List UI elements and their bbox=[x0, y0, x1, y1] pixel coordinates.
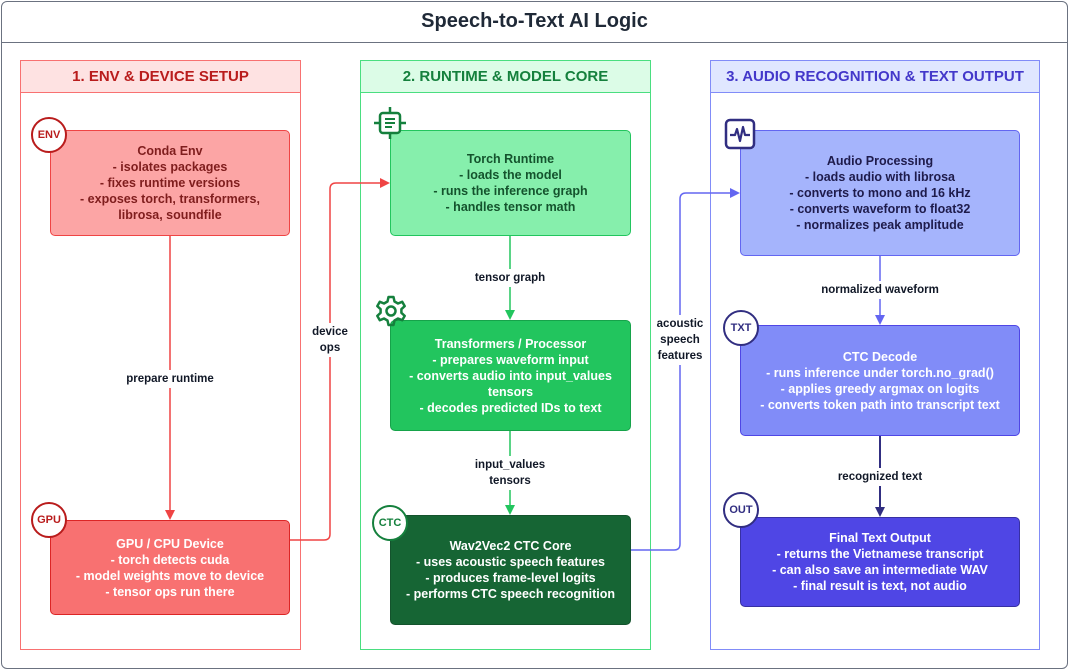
waveform-icon bbox=[723, 117, 757, 151]
edge-acoustic bbox=[631, 188, 740, 551]
label-device-ops: device ops bbox=[310, 323, 350, 357]
label-recognized-text: recognized text bbox=[835, 468, 925, 486]
lane-audio-title: 3. AUDIO RECOGNITION & TEXT OUTPUT bbox=[711, 61, 1039, 93]
node-wav2vec-title: Wav2Vec2 CTC Core bbox=[449, 539, 572, 553]
node-final-output[interactable]: Final Text Output - returns the Vietname… bbox=[740, 517, 1020, 607]
label-input-values: input_values tensors bbox=[472, 456, 548, 490]
gpu-badge: GPU bbox=[31, 502, 67, 538]
label-normalized-waveform: normalized waveform bbox=[819, 281, 941, 299]
edge-device-ops bbox=[290, 178, 390, 541]
node-gpu-device[interactable]: GPU / CPU Device - torch detects cuda - … bbox=[50, 520, 290, 615]
diagram-title: Speech-to-Text AI Logic bbox=[1, 1, 1068, 43]
gear-icon bbox=[374, 294, 408, 328]
label-tensor-graph: tensor graph bbox=[472, 269, 548, 287]
chip-icon bbox=[373, 106, 407, 140]
label-prepare-runtime: prepare runtime bbox=[124, 370, 216, 388]
node-audio-title: Audio Processing bbox=[826, 154, 934, 168]
out-badge: OUT bbox=[723, 492, 759, 528]
lane-env-title: 1. ENV & DEVICE SETUP bbox=[21, 61, 300, 93]
node-out-title: Final Text Output bbox=[829, 531, 931, 545]
env-badge: ENV bbox=[31, 117, 67, 153]
node-ctc-title: CTC Decode bbox=[842, 349, 918, 364]
node-wav2vec2-core[interactable]: Wav2Vec2 CTC Core - uses acoustic speech… bbox=[390, 515, 631, 625]
node-audio-processing[interactable]: Audio Processing - loads audio with libr… bbox=[740, 130, 1020, 256]
node-transformers-title: Transformers / Processor bbox=[434, 336, 587, 351]
node-gpu-title: GPU / CPU Device bbox=[116, 536, 224, 551]
node-torch-title: Torch Runtime bbox=[466, 152, 555, 166]
label-acoustic: acoustic speech features bbox=[654, 315, 706, 365]
node-torch-runtime[interactable]: Torch Runtime - loads the model - runs t… bbox=[390, 130, 631, 236]
lane-runtime-title: 2. RUNTIME & MODEL CORE bbox=[361, 61, 650, 93]
ctc-badge: CTC bbox=[372, 505, 408, 541]
node-conda-title: Conda Env bbox=[137, 144, 203, 158]
node-transformers[interactable]: Transformers / Processor - prepares wave… bbox=[390, 320, 631, 431]
node-conda-env[interactable]: Conda Env - isolates packages - fixes ru… bbox=[50, 130, 290, 236]
txt-badge: TXT bbox=[723, 310, 759, 346]
node-ctc-decode[interactable]: CTC Decode - runs inference under torch.… bbox=[740, 325, 1020, 436]
